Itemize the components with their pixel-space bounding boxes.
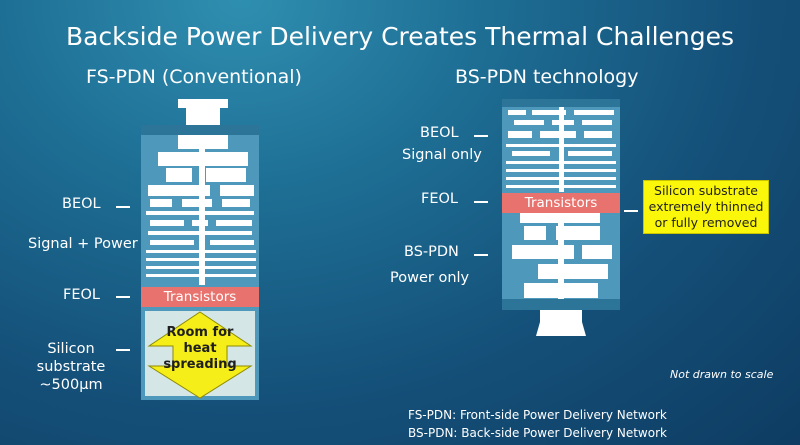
- metal-layer: [222, 199, 250, 207]
- bs-transistors-band: Transistors: [502, 193, 620, 213]
- fine-metal: [540, 131, 576, 138]
- via-spine: [199, 135, 205, 285]
- fine-metal: [582, 120, 612, 125]
- fine-metal: [146, 211, 254, 215]
- fine-metal: [146, 250, 256, 253]
- bs-top-band: [502, 99, 620, 107]
- legend-fs-pdn: FS-PDN: Front-side Power Delivery Networ…: [408, 408, 667, 422]
- silicon-removed-callout: Silicon substrate extremely thinned or f…: [643, 180, 769, 234]
- fine-metal: [532, 110, 566, 115]
- power-metal: [524, 226, 546, 240]
- fine-metal: [146, 258, 256, 261]
- fine-metal: [216, 220, 252, 226]
- scale-note: Not drawn to scale: [670, 368, 774, 381]
- metal-layer: [150, 199, 172, 207]
- beol-top-band: [141, 125, 259, 135]
- fs-feol-dash: [116, 296, 130, 298]
- bs-pdn-dash: [474, 254, 488, 256]
- power-metal: [582, 245, 612, 259]
- fs-silicon-substrate-label: Silicon substrate ~500µm: [36, 341, 106, 393]
- bottom-via: [540, 310, 582, 324]
- fine-metal: [146, 266, 256, 269]
- bs-signal-only-label: Signal only: [402, 147, 482, 163]
- fine-metal: [574, 110, 614, 115]
- room-for-heat-text: Room for heat spreading: [163, 325, 237, 372]
- fine-metal: [146, 274, 256, 277]
- via-spine: [558, 213, 564, 310]
- metal-layer: [220, 185, 254, 196]
- metal-layer: [148, 185, 210, 196]
- fine-metal: [568, 151, 612, 156]
- fine-metal: [508, 110, 526, 115]
- callout-dash: [624, 210, 638, 212]
- fine-metal: [150, 240, 194, 245]
- top-via: [186, 108, 220, 126]
- power-metal: [538, 264, 608, 279]
- fine-metal: [210, 240, 254, 245]
- slide-title: Backside Power Delivery Creates Thermal …: [65, 22, 735, 51]
- fine-metal: [508, 131, 532, 138]
- fs-feol-label: FEOL: [63, 287, 100, 303]
- bs-feol-dash: [474, 201, 488, 203]
- fine-metal: [514, 120, 544, 125]
- fs-beol-label: BEOL: [62, 196, 101, 212]
- fine-metal: [512, 151, 550, 156]
- fs-transistors-band: Transistors: [141, 287, 259, 307]
- fine-metal: [148, 231, 252, 235]
- power-metal: [556, 226, 600, 240]
- via-spine: [559, 107, 564, 192]
- bs-pdn-label: BS-PDN: [404, 244, 459, 260]
- legend-bs-pdn: BS-PDN: Back-side Power Delivery Network: [408, 426, 667, 440]
- bs-beol-dash: [474, 135, 488, 137]
- top-pad: [178, 99, 228, 108]
- fine-metal: [584, 131, 612, 138]
- metal-layer: [182, 199, 212, 207]
- fs-signal-power-label: Signal + Power: [28, 236, 138, 252]
- fs-beol-dash: [116, 206, 130, 208]
- bs-power-only-label: Power only: [390, 270, 470, 286]
- bs-beol-label: BEOL: [420, 125, 459, 141]
- bs-pdn-subtitle: BS-PDN technology: [455, 66, 639, 88]
- fine-metal: [192, 220, 208, 226]
- fine-metal: [150, 220, 184, 226]
- metal-layer: [206, 168, 246, 182]
- bs-bottom-band: [502, 299, 620, 310]
- bs-feol-label: FEOL: [421, 191, 458, 207]
- fs-pdn-subtitle: FS-PDN (Conventional): [86, 66, 302, 88]
- fs-silicon-dash: [116, 349, 130, 351]
- metal-layer: [166, 168, 192, 182]
